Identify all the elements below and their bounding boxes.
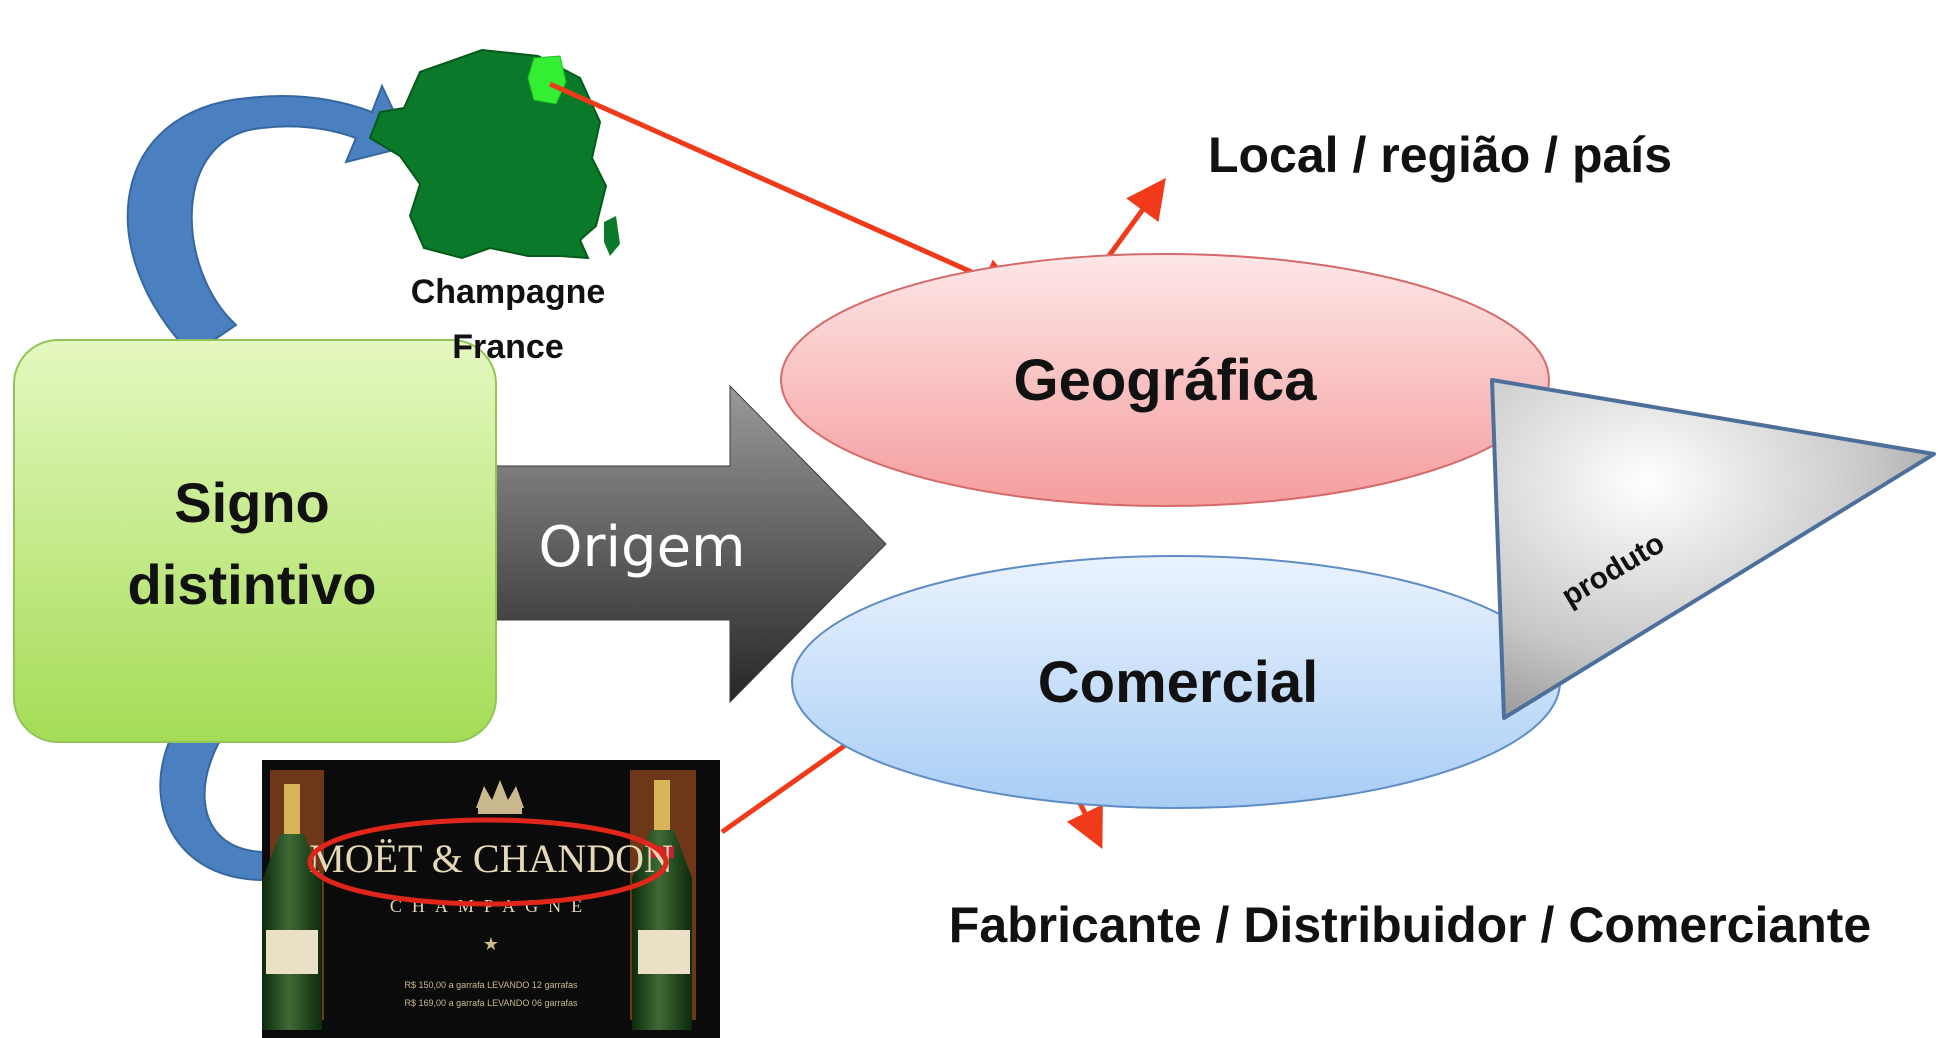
champagne-region-highlight (527, 55, 567, 105)
brand-name: MOËT & CHANDON (309, 836, 673, 881)
signo-label-line1: Signo (174, 471, 330, 534)
curved-arrow-to-map (126, 83, 412, 357)
fabricante-label: Fabricante / Distribuidor / Comerciante (949, 897, 1871, 953)
geografica-label: Geográfica (1014, 348, 1318, 413)
price-line-2: R$ 169,00 a garrafa LEVANDO 06 garrafas (405, 998, 578, 1008)
local-label: Local / região / país (1208, 127, 1672, 183)
origem-arrow (481, 384, 887, 704)
champagne-bottle-left (262, 784, 322, 1030)
star-icon: ★ (483, 934, 499, 954)
crown-icon (476, 780, 524, 814)
champagne-label: Champagne (411, 273, 606, 311)
brand-highlight-circle (307, 817, 669, 907)
price-line-1: R$ 150,00 a garrafa LEVANDO 12 garrafas (405, 980, 578, 990)
france-map-icon (368, 48, 620, 260)
france-label: France (452, 328, 564, 366)
origem-label: Origem (538, 515, 745, 580)
red-arrow-map-to-geografica (548, 81, 1022, 297)
geografica-ellipse (780, 253, 1550, 507)
signo-label-line2: distintivo (128, 553, 377, 616)
signo-distintivo-box (13, 339, 497, 743)
moet-chandon-image: MOËT & CHANDON CHAMPAGNE ★ R$ 150,00 a g… (262, 760, 720, 1038)
comercial-label: Comercial (1038, 650, 1318, 715)
produto-triangle (1490, 378, 1936, 720)
